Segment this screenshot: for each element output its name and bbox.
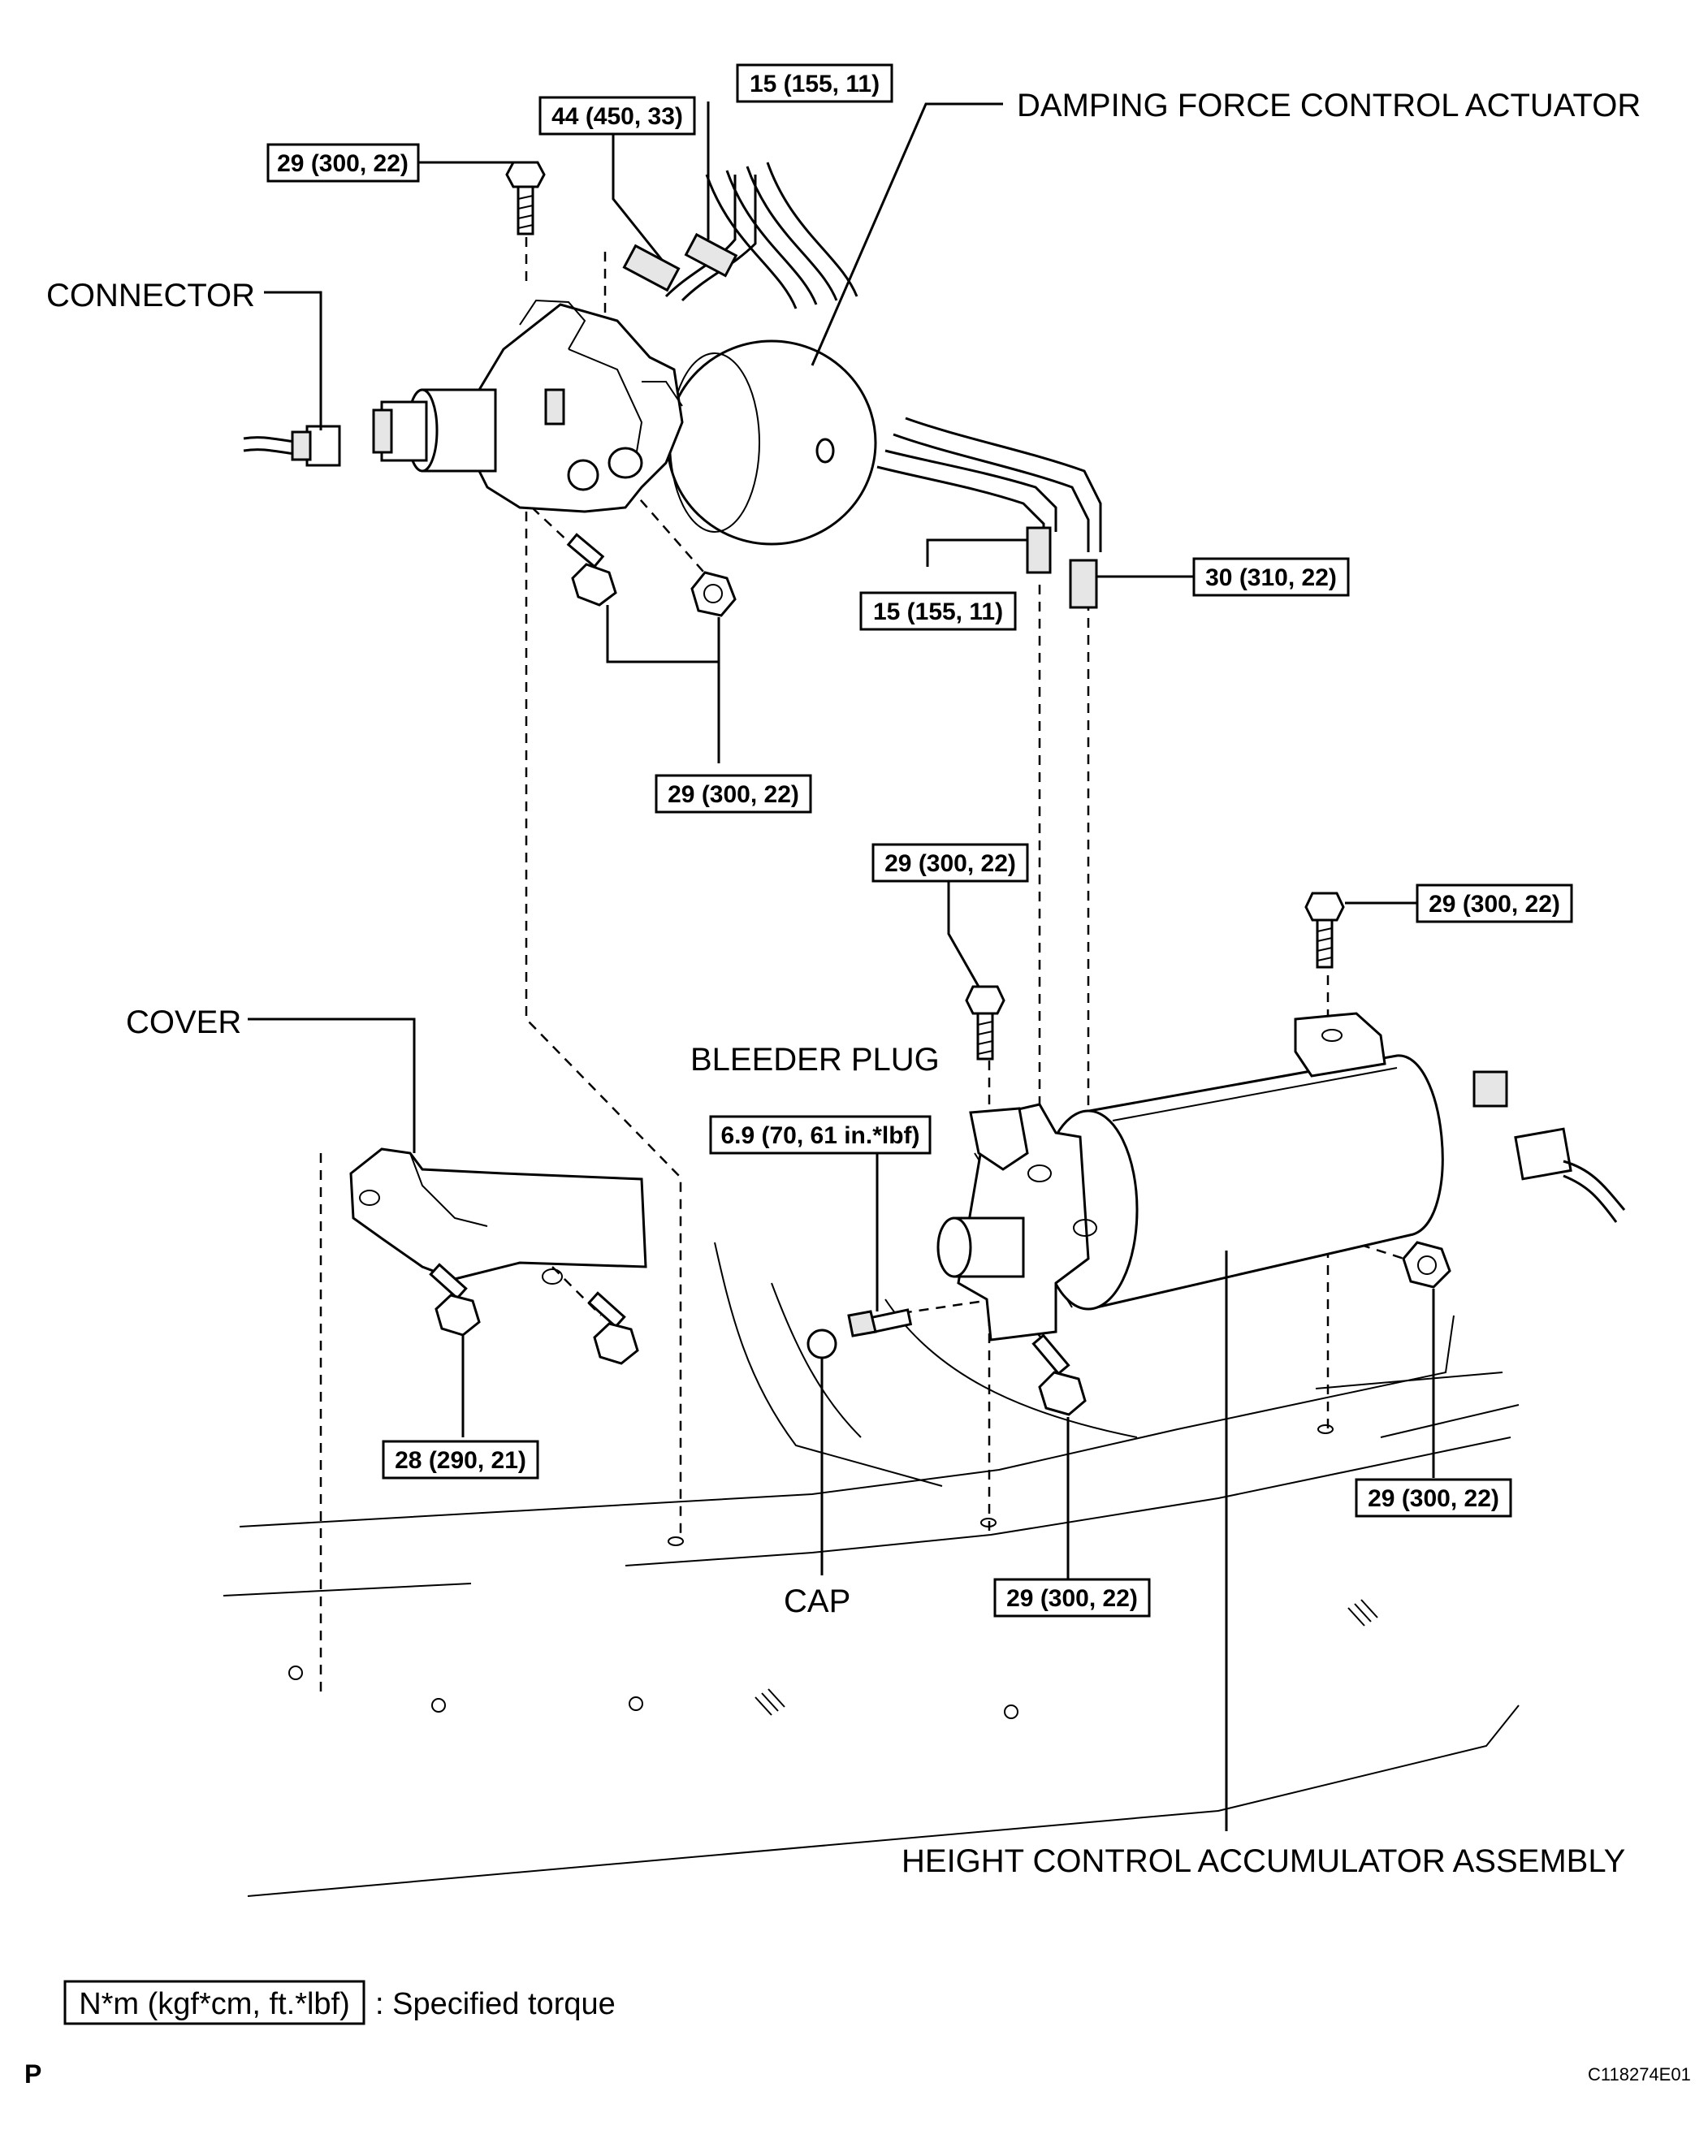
pipes-middle (876, 417, 1102, 609)
torque-box-top-pipe: 15 (155, 11) (736, 63, 893, 103)
torque-box-accumulator-nut: 29 (300, 22) (1355, 1478, 1512, 1518)
torque-box-bracket-bolt: 29 (300, 22) (871, 843, 1029, 883)
torque-value: 29 (300, 22) (277, 150, 409, 177)
accumulator-nut (1402, 1241, 1451, 1289)
cap (806, 1329, 837, 1359)
torque-value: 29 (300, 22) (1368, 1485, 1499, 1512)
label-damping-actuator: DAMPING FORCE CONTROL ACTUATOR (1017, 88, 1641, 123)
torque-box-pipe-right: 30 (310, 22) (1192, 557, 1350, 597)
accumulator-top-bolt (1304, 892, 1345, 969)
bleeder-plug (847, 1308, 913, 1337)
torque-box-bleeder: 6.9 (70, 61 in.*lbf) (709, 1115, 932, 1155)
label-connector: CONNECTOR (46, 278, 255, 313)
torque-value: 15 (155, 11) (873, 598, 1003, 625)
torque-box-accumulator-top-bolt: 29 (300, 22) (1416, 884, 1573, 923)
figure-code: C118274E01 (1588, 2064, 1691, 2085)
accumulator-bottom-bolt (1031, 1333, 1087, 1416)
actuator-bottom-nut (690, 571, 737, 617)
bracket-bolt (965, 985, 1005, 1061)
legend: N*m (kgf*cm, ft.*lbf) : Specified torque (63, 1980, 616, 2025)
torque-box-actuator-bottom: 29 (300, 22) (655, 774, 812, 814)
damping-force-control-actuator (372, 162, 877, 546)
torque-box-pipe-left: 15 (155, 11) (859, 591, 1017, 631)
torque-value: 28 (290, 21) (395, 1447, 526, 1474)
torque-value: 6.9 (70, 61 in.*lbf) (720, 1122, 919, 1149)
page-mark: P (24, 2059, 41, 2089)
torque-box-cover: 28 (290, 21) (382, 1440, 539, 1480)
torque-value: 29 (300, 22) (668, 781, 799, 808)
torque-value: 29 (300, 22) (1429, 891, 1560, 918)
connector-part (243, 425, 341, 467)
cover-bolt-2 (587, 1291, 639, 1365)
torque-box-accumulator-bottom-bolt: 29 (300, 22) (993, 1578, 1151, 1618)
height-control-accumulator-assembly (936, 1012, 1626, 1342)
torque-value: 30 (310, 22) (1205, 564, 1337, 591)
torque-value: 29 (300, 22) (884, 850, 1016, 877)
legend-box-text: N*m (kgf*cm, ft.*lbf) (79, 1987, 350, 2021)
label-bleeder-plug: BLEEDER PLUG (690, 1042, 940, 1078)
actuator-bottom-bolt (566, 533, 617, 607)
cover-part (349, 1147, 647, 1285)
torque-value: 15 (155, 11) (750, 71, 880, 97)
torque-box-union: 44 (450, 33) (538, 96, 696, 136)
label-height-accumulator: HEIGHT CONTROL ACCUMULATOR ASSEMBLY (902, 1843, 1625, 1879)
torque-box-actuator-top-bolt: 29 (300, 22) (266, 143, 420, 183)
label-cover: COVER (126, 1005, 241, 1040)
cover-bolt-1 (429, 1263, 481, 1337)
leader-lines (248, 102, 1435, 1831)
torque-value: 29 (300, 22) (1006, 1585, 1138, 1612)
actuator-top-bolt (505, 161, 546, 235)
label-cap: CAP (784, 1584, 850, 1619)
torque-value: 44 (450, 33) (551, 103, 683, 130)
legend-description: : Specified torque (375, 1987, 616, 2021)
